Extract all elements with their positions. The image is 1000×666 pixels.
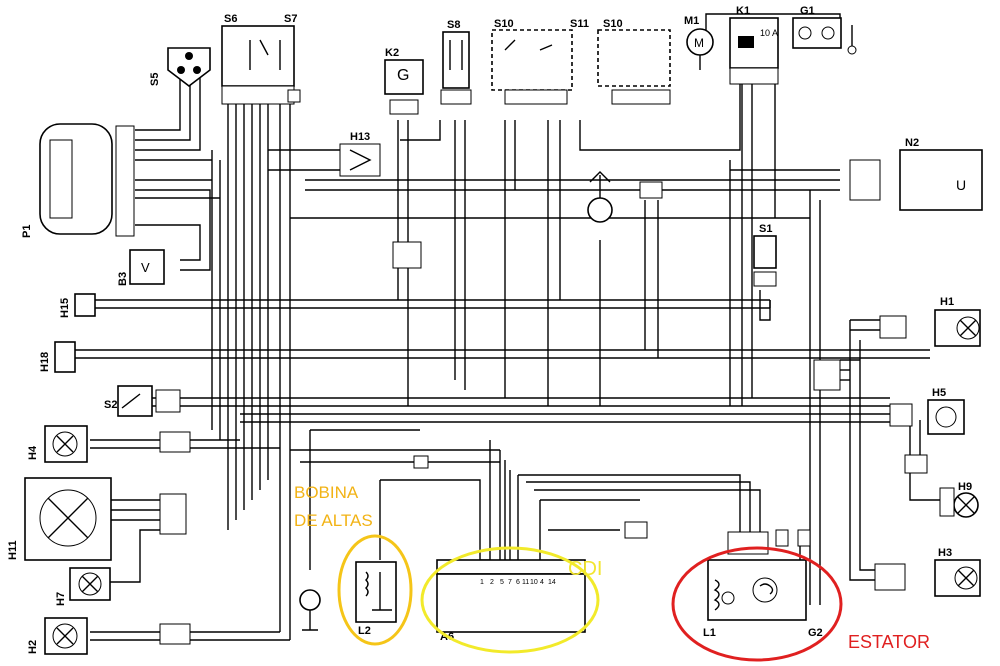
h11-headlight: H11 xyxy=(7,477,187,561)
n2-regulator: U N2 xyxy=(849,137,983,211)
annotation-bobina: BOBINA DE ALTAS xyxy=(294,483,413,646)
label-s7: S7 xyxy=(284,13,297,25)
h18-indicator: H18 xyxy=(39,341,76,373)
label-l1: L1 xyxy=(703,627,716,639)
symbol-m: M xyxy=(694,36,704,50)
label-s10-right: S10 xyxy=(603,18,623,30)
h2-lamp: H2 xyxy=(27,617,191,655)
cdi-pin: 7 xyxy=(508,579,512,586)
label-s6: S6 xyxy=(224,13,237,25)
connector-mid xyxy=(639,181,663,199)
cdi-pin: 6 xyxy=(516,579,520,586)
k1-fuse-rating: 10 A xyxy=(760,28,778,38)
label-h1: H1 xyxy=(940,296,954,308)
annotation-cdi: CDI xyxy=(420,546,602,654)
label-s11: S11 xyxy=(570,18,589,30)
h5-indicator: H5 xyxy=(813,359,965,474)
cdi-pin: 5 xyxy=(500,579,504,586)
label-h7: H7 xyxy=(55,592,67,606)
annotation-bobina-line2: DE ALTAS xyxy=(294,511,373,530)
stator-assembly: L1 G2 xyxy=(703,529,823,639)
label-n2: N2 xyxy=(905,137,919,149)
annotation-bobina-line1: BOBINA xyxy=(294,483,359,502)
label-s1: S1 xyxy=(759,223,772,235)
symbol-g: G xyxy=(397,67,409,84)
label-h13: H13 xyxy=(350,131,370,143)
cdi-pin-row: 1 2 5 7 6 11 10 4 14 xyxy=(480,579,556,586)
highlight-bobina xyxy=(337,534,413,646)
s2-switch: S2 xyxy=(104,385,181,417)
symbol-u: U xyxy=(956,177,966,193)
label-s10-left: S10 xyxy=(494,18,514,30)
spark-plug xyxy=(299,589,321,631)
annotation-estator: ESTATOR xyxy=(671,546,930,662)
label-h4: H4 xyxy=(27,445,39,460)
h4-lamp: H4 xyxy=(27,425,191,463)
connector-k2-drop xyxy=(392,241,422,269)
s1-switch: S1 xyxy=(753,223,777,287)
label-g1: G1 xyxy=(800,5,815,17)
g1-battery: G1 xyxy=(792,5,857,55)
label-h3: H3 xyxy=(938,547,952,559)
cdi-pin: 2 xyxy=(490,579,494,586)
highlight-cdi xyxy=(420,546,600,654)
h1-lamp: H1 xyxy=(879,296,981,347)
label-b3: B3 xyxy=(117,272,129,286)
label-g2: G2 xyxy=(808,627,823,639)
cdi-pin: 4 xyxy=(540,579,544,586)
wire-harness xyxy=(75,13,940,641)
a6-cdi-unit: A6 1 2 5 7 6 11 10 4 14 xyxy=(436,559,586,643)
p1-instrument-cluster: P1 xyxy=(21,123,135,238)
s8-switch: S8 xyxy=(440,19,472,105)
annotation-estator-text: ESTATOR xyxy=(848,632,930,652)
cdi-pin: 1 xyxy=(480,579,484,586)
k1-starter-relay: 10 A K1 xyxy=(729,5,779,85)
h3-lamp: H3 xyxy=(874,547,981,597)
m1-starter-motor: M M1 xyxy=(684,15,714,56)
k2-generator: G K2 xyxy=(384,47,424,115)
label-h5: H5 xyxy=(932,387,946,399)
label-l2: L2 xyxy=(358,625,371,637)
fuel-sender xyxy=(587,171,613,223)
s10-right-switch: S10 xyxy=(597,18,671,105)
cdi-pin: 10 xyxy=(530,579,538,586)
label-s5: S5 xyxy=(149,73,161,86)
label-h9: H9 xyxy=(958,481,972,493)
label-k1: K1 xyxy=(736,5,750,17)
label-k2: K2 xyxy=(385,47,399,59)
label-p1: P1 xyxy=(21,225,33,238)
label-h2: H2 xyxy=(27,640,39,654)
annotation-cdi-text: CDI xyxy=(568,558,602,580)
h13-horn: H13 xyxy=(339,131,381,177)
cdi-pin: 14 xyxy=(548,579,556,586)
connector-coil-feed xyxy=(413,455,429,469)
cdi-pin: 11 xyxy=(522,579,529,586)
highlight-estator xyxy=(671,546,843,662)
s10-s11-switch-block: S10 S11 xyxy=(491,18,589,105)
label-h15: H15 xyxy=(59,298,71,318)
label-s2: S2 xyxy=(104,399,117,411)
h15-indicator: H15 xyxy=(59,293,96,318)
label-s8: S8 xyxy=(447,19,460,31)
l2-ignition-coil: L2 xyxy=(355,561,397,637)
label-h18: H18 xyxy=(39,352,51,372)
label-m1: M1 xyxy=(684,15,699,27)
connector-cdi xyxy=(624,521,648,539)
label-h11: H11 xyxy=(7,540,19,560)
h7-lamp: H7 xyxy=(55,567,111,606)
symbol-v: V xyxy=(141,260,150,275)
b3-voltmeter: V B3 xyxy=(117,249,165,286)
h9-lamp: H9 xyxy=(939,481,979,518)
s5-ignition-switch: S5 xyxy=(149,47,211,88)
s6-s7-handlebar-switch: S6 S7 xyxy=(221,13,301,105)
